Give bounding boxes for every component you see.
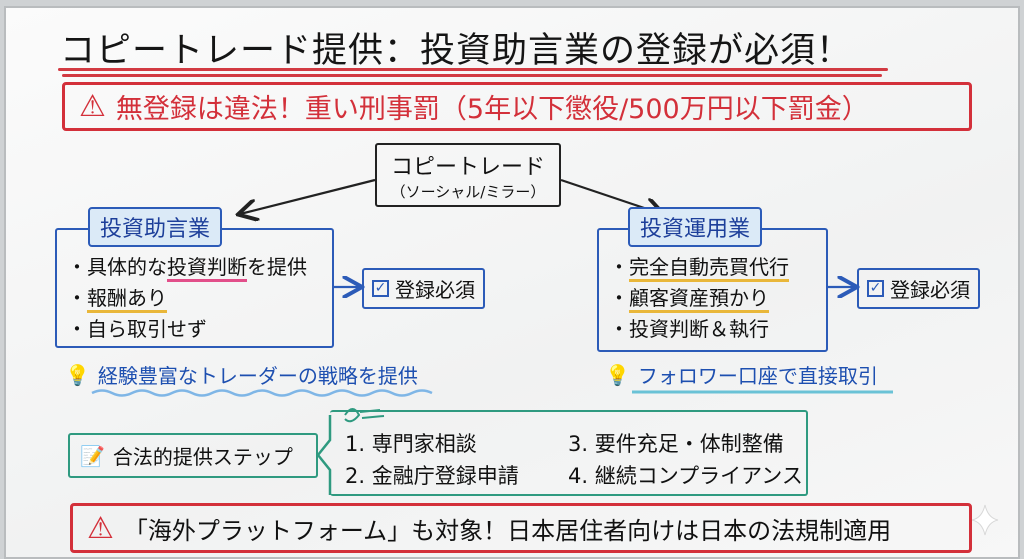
management-register-badge: ✓ 登録必須 [857,268,980,309]
tip-left-wavy-underline [91,389,433,397]
warning-icon: ⚠ [87,510,114,546]
warning-banner-top: ⚠ 無登録は違法！重い刑事罰（5年以下懲役/500万円以下罰金） [62,82,972,131]
management-box: ・完全自動売買代行 ・顧客資産預かり ・投資判断＆執行 [597,228,828,352]
sparkle-icon [971,504,999,536]
management-header: 投資運用業 [628,207,763,247]
warning-banner-bottom: ⚠ 「海外プラットフォーム」も対象！日本居住者向けは日本の法規制適用 [70,503,972,553]
list-item: ・自ら取引せず [67,317,207,341]
title-underline-2 [62,74,882,77]
tip-text: フォロワー口座で直接取引 [637,364,878,388]
steps-label-box: 📝 合法的提供ステップ [68,433,318,478]
step-4: 4. 継続コンプライアンス [568,464,803,488]
step-1: 1. 専門家相談 [345,432,477,456]
advisory-register-badge: ✓ 登録必須 [362,268,485,309]
edit-note-icon: 📝 [80,443,105,468]
node-subtitle: （ソーシャル/ミラー） [390,183,546,201]
steps-label: 合法的提供ステップ [112,445,293,469]
warning-text: 「海外プラットフォーム」も対象！日本居住者向けは日本の法規制適用 [123,516,892,545]
advisory-header: 投資助言業 [88,207,223,247]
step-3: 3. 要件充足・体制整備 [568,432,784,456]
register-label: 登録必須 [890,278,970,302]
step-2: 2. 金融庁登録申請 [345,464,519,488]
list-item: ・完全自動売買代行 [609,252,826,283]
advisory-box: ・具体的な投資判断を提供 ・報酬あり ・自ら取引せず [55,228,334,348]
checkbox-icon: ✓ [867,280,884,297]
title-underline [58,68,888,71]
lightbulb-icon: 💡 [605,362,630,387]
copy-trade-node: コピートレード （ソーシャル/ミラー） [375,143,561,207]
steps-box [330,410,808,496]
arrow-to-advisory [240,178,376,214]
warning-icon: ⚠ [79,89,106,124]
list-item: ・顧客資産預かり [609,283,826,314]
node-title: コピートレード [390,155,545,180]
management-tip: 💡 フォロワー口座で直接取引 [605,360,878,389]
warning-text: 無登録は違法！重い刑事罰（5年以下懲役/500万円以下罰金） [115,94,869,125]
register-label: 登録必須 [395,278,475,302]
checkbox-icon: ✓ [372,280,389,297]
tip-text: 経験豊富なトレーダーの戦略を提供 [97,364,418,388]
advisory-tip: 💡 経験豊富なトレーダーの戦略を提供 [65,360,418,389]
lightbulb-icon: 💡 [65,362,90,387]
list-item: ・報酬あり [67,283,332,314]
page-title: コピートレード提供：投資助言業の登録が必須！ [60,31,853,71]
list-item: ・具体的な投資判断を提供 [67,252,332,283]
steps-brace [316,415,332,495]
list-item: ・投資判断＆執行 [609,317,769,341]
